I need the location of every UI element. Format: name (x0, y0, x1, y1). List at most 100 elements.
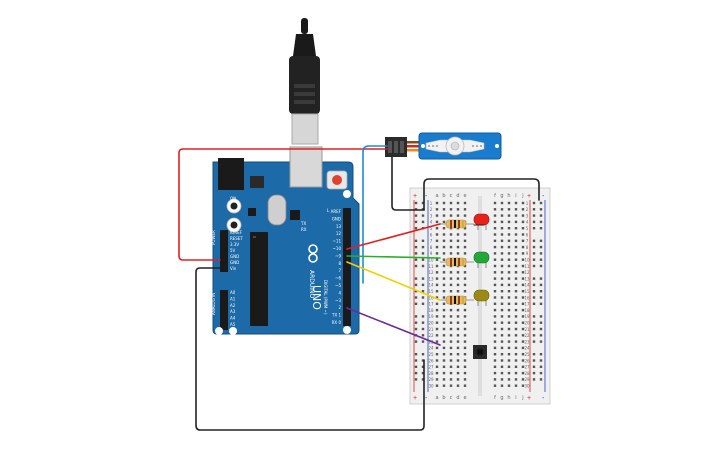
digital-pin-label: GND (332, 216, 341, 221)
breadboard-hole (500, 245, 504, 249)
rail-hole (539, 340, 543, 343)
breadboard-hole (449, 365, 453, 368)
breadboard-hole (449, 371, 453, 375)
breadboard-hole (456, 359, 460, 362)
breadboard-hole (507, 220, 511, 224)
resistor-2[interactable] (440, 257, 474, 267)
breadboard-hole (463, 227, 467, 230)
rail-hole (421, 290, 425, 293)
row-number-right: 25 (524, 352, 530, 357)
breadboard-hole (449, 239, 453, 242)
breadboard-hole (493, 378, 497, 381)
breadboard-hole (514, 245, 518, 249)
breadboard-hole (493, 296, 497, 299)
breadboard-hole (493, 359, 497, 362)
breadboard-hole (521, 384, 525, 387)
breadboard-hole (442, 359, 446, 362)
column-letter-top: e (463, 193, 466, 199)
breadboard-hole (514, 371, 518, 375)
breadboard-hole (449, 233, 453, 236)
breadboard-hole (500, 334, 504, 337)
breadboard-hole (500, 201, 504, 205)
breadboard-hole (435, 264, 439, 268)
row-number-left: 9 (430, 251, 433, 256)
push-button[interactable] (473, 345, 487, 359)
resistor-1[interactable] (440, 219, 474, 229)
breadboard-hole (507, 227, 511, 230)
breadboard-hole (521, 334, 525, 337)
breadboard-hole (514, 220, 518, 224)
breadboard-hole (463, 264, 467, 268)
rail-hole (539, 296, 543, 299)
breadboard-hole (442, 340, 446, 343)
breadboard-hole (507, 258, 511, 261)
breadboard-hole (493, 201, 497, 205)
rail-hole (539, 227, 543, 230)
rail-hole (414, 340, 418, 343)
rail-hole (421, 277, 425, 280)
resistor-3[interactable] (440, 295, 474, 305)
reset-button[interactable] (332, 175, 342, 185)
board-pcb (212, 161, 360, 335)
brand-text: ARDUINO (308, 270, 315, 299)
row-number-right: 26 (524, 358, 530, 363)
rail-hole (539, 315, 543, 318)
column-letter-top: f (494, 193, 496, 199)
breadboard-hole (435, 283, 439, 287)
digital-pin-label: ~11 (333, 239, 342, 244)
green-led[interactable] (473, 251, 490, 268)
breadboard-hole (500, 359, 504, 362)
rail-hole (532, 227, 536, 230)
breadboard-hole (500, 264, 504, 268)
breadboard-hole (463, 384, 467, 387)
rail-hole (532, 327, 536, 331)
breadboard-hole (456, 277, 460, 280)
wire-5v-red (178, 148, 388, 261)
row-number-right: 14 (524, 283, 530, 288)
breadboard-hole (463, 359, 467, 362)
breadboard-hole (500, 378, 504, 381)
yellow-led[interactable] (473, 289, 490, 306)
breadboard-hole (493, 233, 497, 236)
rail-hole (414, 201, 418, 205)
breadboard-hole (493, 227, 497, 230)
wire-pin11-red (346, 223, 441, 250)
breadboard-hole (463, 308, 467, 312)
breadboard-hole (500, 290, 504, 293)
rail-hole (532, 315, 536, 318)
usb-cable-wire (301, 18, 308, 34)
rail-hole (421, 334, 425, 337)
rail-plus-label: + (413, 193, 417, 200)
rail-hole (539, 327, 543, 331)
tx-label: TX (300, 221, 306, 226)
breadboard-hole (456, 327, 460, 331)
breadboard-hole (514, 378, 518, 381)
rail-hole (414, 239, 418, 242)
digital-pin-label: ~10 (333, 246, 342, 251)
rail-hole (414, 302, 418, 305)
power-jack (218, 158, 244, 190)
breadboard-hole (456, 384, 460, 387)
breadboard-hole (435, 359, 439, 362)
rail-hole (532, 353, 536, 356)
breadboard-hole (449, 315, 453, 318)
breadboard-hole (456, 315, 460, 318)
breadboard-hole (456, 308, 460, 312)
breadboard-hole (521, 258, 525, 261)
breadboard-hole (449, 214, 453, 217)
breadboard-hole (456, 340, 460, 343)
rail-hole (421, 302, 425, 305)
wire-servo-gnd (391, 156, 425, 211)
column-letter-bottom: f (494, 395, 496, 401)
breadboard-hole (521, 353, 525, 356)
breadboard-hole (500, 258, 504, 261)
usb-cable (289, 18, 320, 145)
breadboard-hole (463, 283, 467, 287)
digital-pin-label: 4 (338, 290, 341, 295)
servo-motor[interactable] (385, 132, 502, 160)
breadboard-hole (442, 277, 446, 280)
rail-hole (532, 321, 536, 324)
breadboard-hole (449, 346, 453, 350)
arduino-uno-board[interactable]: ARDUINO UNO DIGITAL (PWM ~) POWER ANALOG… (211, 146, 360, 335)
